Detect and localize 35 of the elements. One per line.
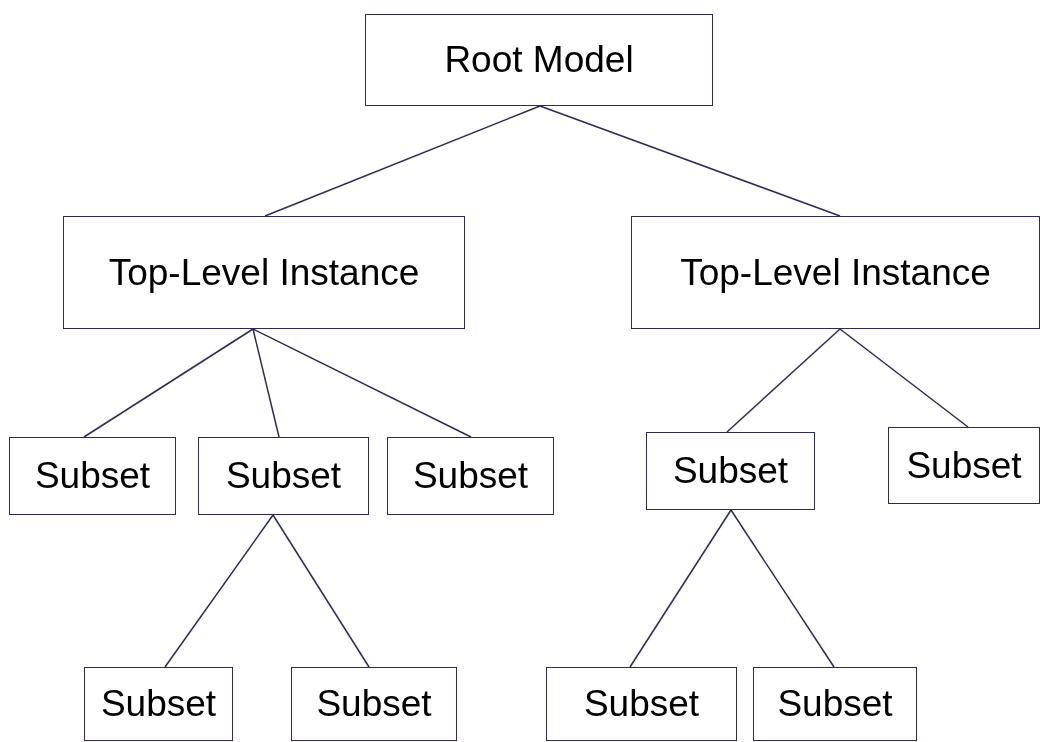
connector-line xyxy=(629,509,732,668)
node-box xyxy=(198,437,369,515)
node-box xyxy=(63,216,465,329)
node-box xyxy=(365,14,713,106)
node-label: Subset xyxy=(316,683,432,725)
connector-line xyxy=(839,328,969,428)
node-box xyxy=(631,216,1040,329)
node-label: Subset xyxy=(412,455,529,497)
node-label: Subset xyxy=(906,444,1022,487)
connector-line xyxy=(252,328,280,438)
node-box xyxy=(291,667,457,741)
connector-line xyxy=(252,328,472,438)
node-box xyxy=(546,667,737,741)
node-label: Root Model xyxy=(444,39,634,81)
node-label: Top-Level Instance xyxy=(680,251,991,294)
node-label: Subset xyxy=(777,683,893,725)
node-box xyxy=(387,437,554,515)
node-box xyxy=(888,427,1040,504)
connector-line xyxy=(272,514,370,668)
node-label: Subset xyxy=(34,455,151,497)
connector-line xyxy=(264,105,541,217)
connector-line xyxy=(726,328,841,433)
node-label: Subset xyxy=(672,450,789,492)
node-box xyxy=(646,432,815,510)
node-label: Top-Level Instance xyxy=(108,251,420,294)
connector-line xyxy=(83,328,254,438)
node-box xyxy=(753,667,917,741)
node-box xyxy=(9,437,176,515)
connector-line xyxy=(539,105,841,217)
node-label: Subset xyxy=(100,683,217,725)
node-label: Subset xyxy=(225,455,342,497)
connector-line xyxy=(164,514,274,668)
node-label: Subset xyxy=(583,683,700,725)
connector-line xyxy=(730,509,835,668)
node-box xyxy=(84,667,233,741)
